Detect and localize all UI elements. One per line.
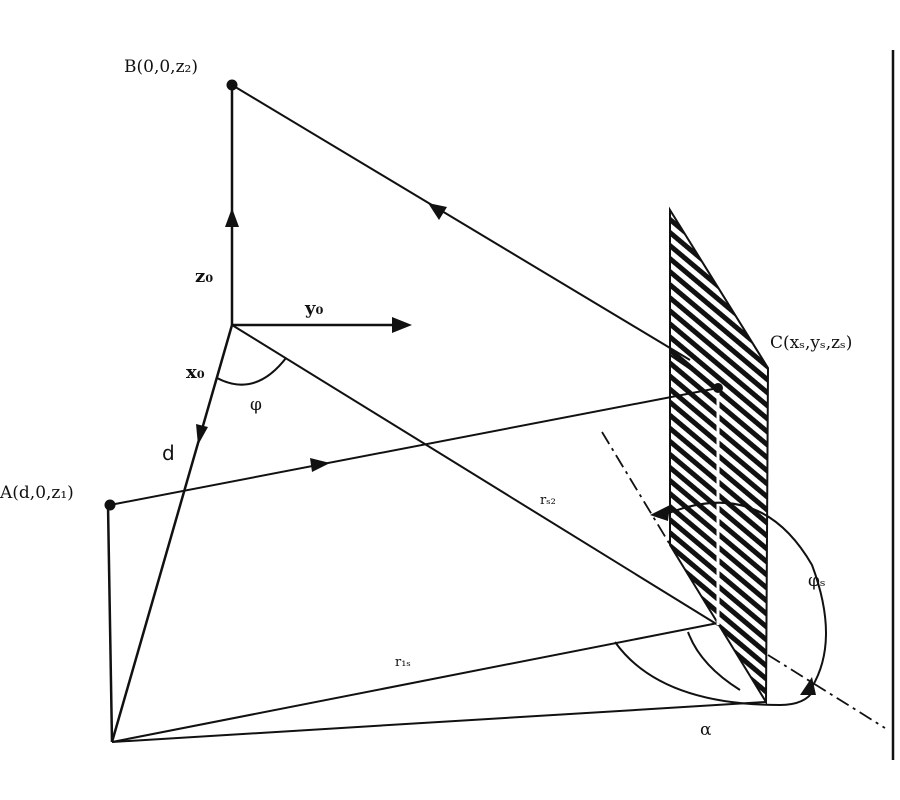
a-vertical-line: [106, 504, 114, 743]
point-b: [226, 79, 238, 91]
phi-s-arrowhead-top: [650, 505, 670, 521]
ray-c-to-b: [231, 84, 691, 361]
alpha-arc: [687, 631, 741, 691]
y-axis-arrowhead: [392, 317, 412, 333]
r1s-line: [111, 622, 719, 743]
phi-s-arrowhead-bottom: [800, 677, 816, 695]
label-phi-s: φₛ: [808, 571, 826, 591]
ray-a-to-c-arrowhead: [310, 458, 330, 472]
label-rs2: rₛ₂: [540, 493, 556, 508]
x-axis-line: [110, 324, 234, 743]
label-phi: φ: [250, 395, 262, 415]
normal-dashdot-line: [601, 431, 673, 549]
ray-a-to-c: [109, 387, 719, 506]
label-point-c: C(xₛ,yₛ,zₛ): [770, 333, 852, 353]
z-axis-arrowhead: [225, 208, 239, 227]
plane-to-c-segment: [669, 354, 719, 389]
x-axis-arrowhead: [196, 424, 208, 445]
label-r1s: r₁ₛ: [395, 655, 411, 670]
ray-c-to-b-arrowhead: [428, 203, 447, 220]
label-y-axis: y₀: [304, 298, 323, 319]
label-alpha: α: [700, 720, 712, 740]
ground-line: [111, 701, 767, 743]
phi-s-arc: [663, 501, 827, 688]
alpha-arc-lower: [614, 641, 815, 707]
label-x-axis: x₀: [186, 362, 205, 383]
origin-to-plane-line: [231, 324, 719, 626]
label-d: d: [162, 441, 175, 465]
label-z-axis: z₀: [195, 266, 213, 287]
label-point-a: A(d,0,z₁): [0, 483, 74, 503]
point-c: [713, 383, 723, 393]
point-a: [104, 499, 116, 511]
normal-dashdot-line-lower: [767, 654, 886, 729]
phi-arc: [216, 357, 287, 386]
label-point-b: B(0,0,z₂): [124, 57, 198, 77]
